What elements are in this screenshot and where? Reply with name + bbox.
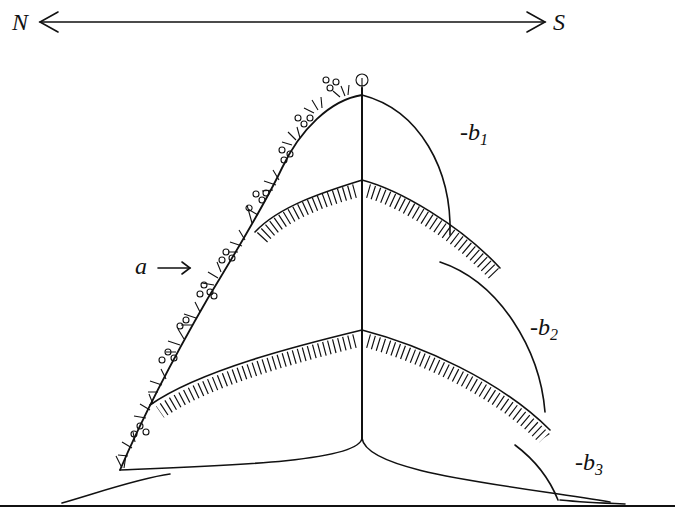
branch-hatching (368, 191, 496, 276)
branch (150, 330, 362, 405)
epiphytes (116, 74, 368, 468)
branch (255, 180, 362, 232)
branch-hatching (260, 191, 355, 240)
epiphyte-label: a (135, 254, 147, 278)
branch (362, 180, 500, 268)
compass-south: S (553, 10, 565, 34)
arrow-head (527, 12, 545, 32)
layer-label: -b2 (530, 315, 558, 343)
branch-hatching (368, 341, 544, 438)
trunk-base (362, 438, 610, 502)
trunk-base (120, 438, 362, 470)
crown-layer (515, 445, 558, 500)
crown-layer (362, 95, 450, 235)
branch (362, 330, 550, 430)
compass-north: N (12, 10, 28, 34)
arrow-head (182, 262, 190, 274)
crown-layer (440, 262, 545, 412)
pointer-arrow (158, 267, 190, 269)
crown-outline (120, 95, 362, 470)
branch-hatching (160, 341, 355, 412)
ground-mound (560, 500, 625, 504)
layer-label: -b3 (575, 450, 603, 478)
ground-line (0, 505, 675, 507)
compass-line (40, 21, 545, 23)
arrow-head (40, 12, 58, 32)
layer-label: -b1 (460, 120, 488, 148)
ground-mound (62, 474, 170, 503)
trunk (361, 88, 363, 440)
